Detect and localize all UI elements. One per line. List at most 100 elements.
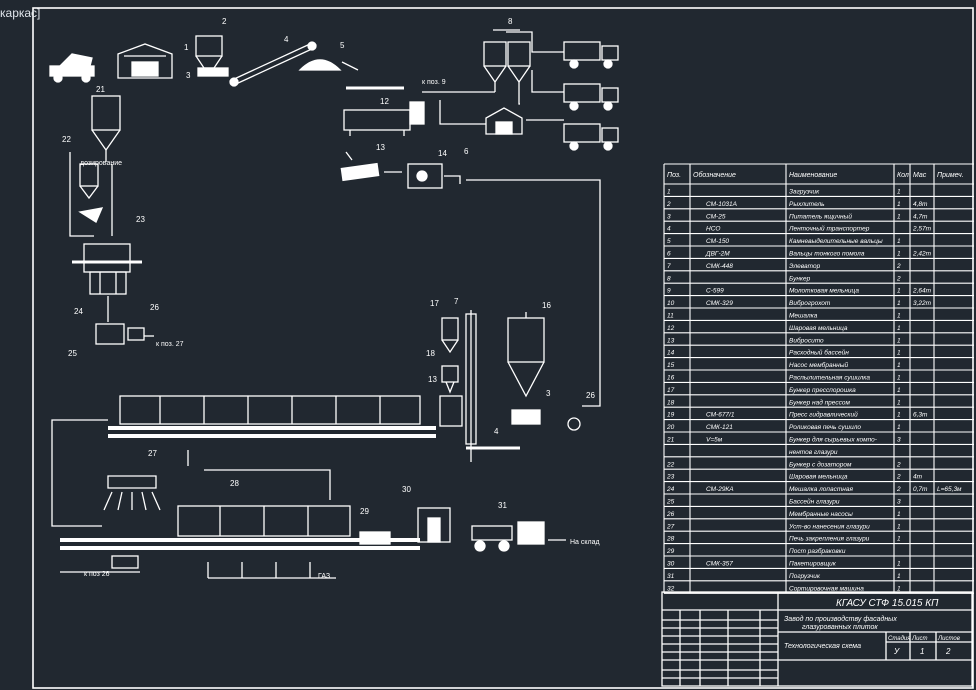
table-cell: 13 [667,337,675,344]
table-cell: СМ-150 [706,238,729,245]
press-bunker-icon [441,317,459,394]
table-cell: 2 [896,461,901,468]
pos-label: 7 [454,297,459,306]
table-cell: 2 [896,486,901,493]
table-cell: 23 [666,474,675,481]
dump-truck-icon [49,53,95,83]
pos-label: 5 [340,41,345,50]
pos-label: 13 [428,375,437,384]
table-cell: 2,64т [912,288,932,295]
table-cell: СМК-121 [706,424,733,431]
pos-label: 21 [96,85,105,94]
table-cell: 8 [667,275,671,282]
table-cell: СМ-1031А [706,201,737,208]
spray-dryer-icon [507,312,545,398]
table-cell: 14 [667,350,675,357]
table-cell: 1 [897,300,901,307]
table-cell: 1 [897,238,901,245]
table-cell: Печь закрепления глазури [789,536,870,543]
sheet-value: 1 [920,647,924,656]
table-cell: Мешалка [789,313,818,320]
ball-mill-icon [343,86,425,136]
table-cell: Расходный бассейн [789,349,849,357]
loader-icon [471,521,545,552]
table-cell: 1 [897,561,901,568]
table-cell: 1 [897,375,901,382]
table-cell: 19 [667,412,675,419]
table-cell: 1 [897,201,901,208]
table-cell: Бункер для сырьевых компо- [789,436,878,444]
table-cell: 1 [897,213,901,220]
storage-shed-icon [485,107,523,135]
vibrating-screen-icon [340,162,380,182]
pos-label: 24 [74,307,83,316]
table-cell: Вибросито [789,336,824,344]
table-cell: 2 [666,201,671,208]
table-header-cell: Обозначение [693,171,736,179]
table-cell: 1 [897,399,901,406]
table-header-cell: Наименование [789,172,837,179]
table-cell: 4,8т [913,201,928,208]
title-block-text: КГАСУ СТФ 15.015 КП Завод по производств… [784,598,960,656]
table-cell: Шаровая мельница [789,325,848,332]
table-cell: Бункер [789,275,811,282]
table-cell: 7 [667,263,671,270]
table-cell: Сортировочная машина [789,585,864,592]
pos-label: 27 [148,449,157,458]
table-cell: Шаровая мельница [789,474,848,481]
table-cell: 27 [666,523,675,530]
sheet-frame [32,7,974,689]
table-cell: 2 [896,263,901,270]
pos-label: 23 [136,215,145,224]
table-cell: 1 [897,523,901,530]
table-cell: 1 [897,325,901,332]
annotation-dosing: дозирование [80,160,122,167]
pos-label: 17 [430,299,439,308]
position-labels: 1 2 3 4 5 8 12 13 14 16 17 18 21 22 23 2… [62,17,595,516]
table-cell: Бункер пресспорошка [789,387,856,394]
table-cell: 2 [896,275,901,282]
table-header-cell: Кол [897,172,909,179]
pos-label: 4 [494,427,499,436]
table-cell: Бункер над прессом [789,398,850,406]
table-cell: 17 [667,387,675,394]
table-cell: 9 [667,288,671,295]
table-cell: 1 [897,362,901,369]
pos-label: 13 [376,143,385,152]
pos-label: 14 [438,149,447,158]
table-cell: 1 [897,573,901,580]
table-cell: 1 [897,251,901,258]
stage-label: Стадия [888,636,911,642]
table-cell: 1 [897,189,901,196]
table-cell: 20 [666,424,675,431]
loosener-hopper-icon [195,35,229,77]
table-cell: Виброгрохот [789,299,831,307]
glaze-applicator-icon [103,475,161,511]
table-cell: 1 [897,313,901,320]
annotation-to-pos27: к поз. 27 [156,341,184,348]
table-cell: Пакетировщик [789,561,837,568]
table-cell: Мешалка лопастная [789,486,853,493]
pos-label: 4 [284,35,289,44]
table-cell: Вальцы тонкого помола [789,251,865,258]
sheets-value: 2 [945,647,951,656]
pos-label: 25 [68,349,77,358]
table-cell: 10 [667,300,675,307]
table-cell: 4 [667,226,671,233]
sheets-label: Листов [937,636,960,642]
table-cell: 21 [666,437,675,444]
silo-bunkers-icon [483,29,531,92]
annotation-gas: ГАЗ [318,573,330,580]
table-cell: СМ-25 [706,213,726,220]
table-cell: 1 [897,387,901,394]
table-cell: СМК-329 [706,300,733,307]
truck-icon [563,41,619,151]
flow-annotations: к поз. 9 дозирование к поз. 27 На склад … [80,79,600,580]
table-cell: Рыхлитель [789,201,825,208]
table-cell: 32 [667,585,675,592]
table-cell: 4т [913,474,923,481]
pos-label: 16 [542,301,551,310]
drawing-name-line2: глазурованных плиток [802,624,878,631]
